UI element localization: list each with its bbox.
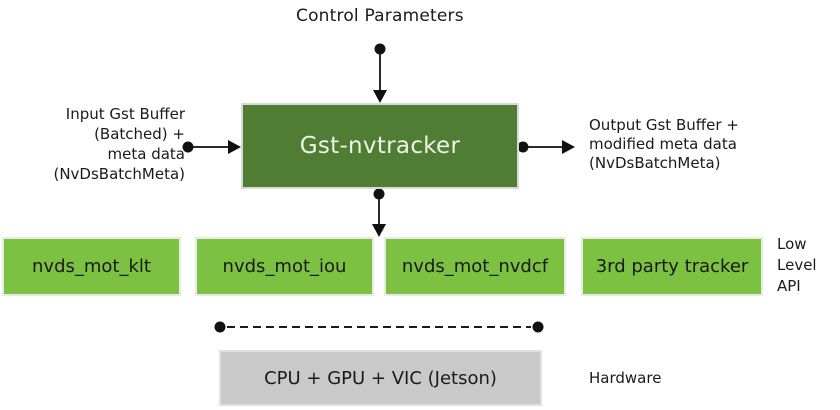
connector-dot (374, 43, 386, 55)
output-gst-buffer-label: Output Gst Buffer + modified meta data (… (589, 116, 819, 173)
input-label-line: (Batched) + (94, 125, 185, 143)
low-level-api-label: Low Level API (777, 234, 837, 297)
input-label-line: (NvDsBatchMeta) (53, 165, 185, 183)
arrowhead-down-icon (372, 224, 386, 237)
low-level-api-line: Low (777, 235, 807, 253)
low-level-box-nvds-mot-iou: nvds_mot_iou (195, 237, 374, 296)
hardware-label: Hardware (589, 369, 662, 387)
low-level-box-label: nvds_mot_klt (32, 256, 151, 277)
input-label-line: Input Gst Buffer (65, 105, 185, 123)
low-level-box-3rd-party-tracker: 3rd party tracker (581, 237, 763, 296)
hardware-box-label: CPU + GPU + VIC (Jetson) (264, 367, 497, 389)
low-level-box-label: 3rd party tracker (595, 256, 749, 277)
gst-nvtracker-label: Gst-nvtracker (299, 133, 461, 159)
arrowhead-right-icon (228, 140, 241, 154)
output-label-line: modified meta data (589, 135, 737, 153)
connector-dot (214, 321, 226, 333)
low-level-api-line: Level (777, 256, 817, 274)
control-parameters-label: Control Parameters (296, 6, 464, 26)
arrowhead-down-icon (373, 90, 387, 103)
input-gst-buffer-label: Input Gst Buffer (Batched) + meta data (… (0, 104, 185, 184)
low-level-box-nvds-mot-nvdcf: nvds_mot_nvdcf (384, 237, 566, 296)
low-level-box-label: nvds_mot_nvdcf (401, 256, 549, 277)
arrowhead-right-icon (562, 140, 575, 154)
output-label-line: Output Gst Buffer + (589, 116, 739, 134)
connector-dot (373, 188, 385, 200)
low-level-api-line: API (777, 277, 801, 295)
hardware-box: CPU + GPU + VIC (Jetson) (219, 350, 542, 406)
input-label-line: meta data (107, 145, 185, 163)
low-level-box-label: nvds_mot_iou (222, 256, 347, 277)
connector-dot (517, 141, 529, 153)
low-level-box-nvds-mot-klt: nvds_mot_klt (2, 237, 181, 296)
gst-nvtracker-box: Gst-nvtracker (241, 103, 519, 189)
connector-dot (532, 321, 544, 333)
output-label-line: (NvDsBatchMeta) (589, 154, 721, 172)
